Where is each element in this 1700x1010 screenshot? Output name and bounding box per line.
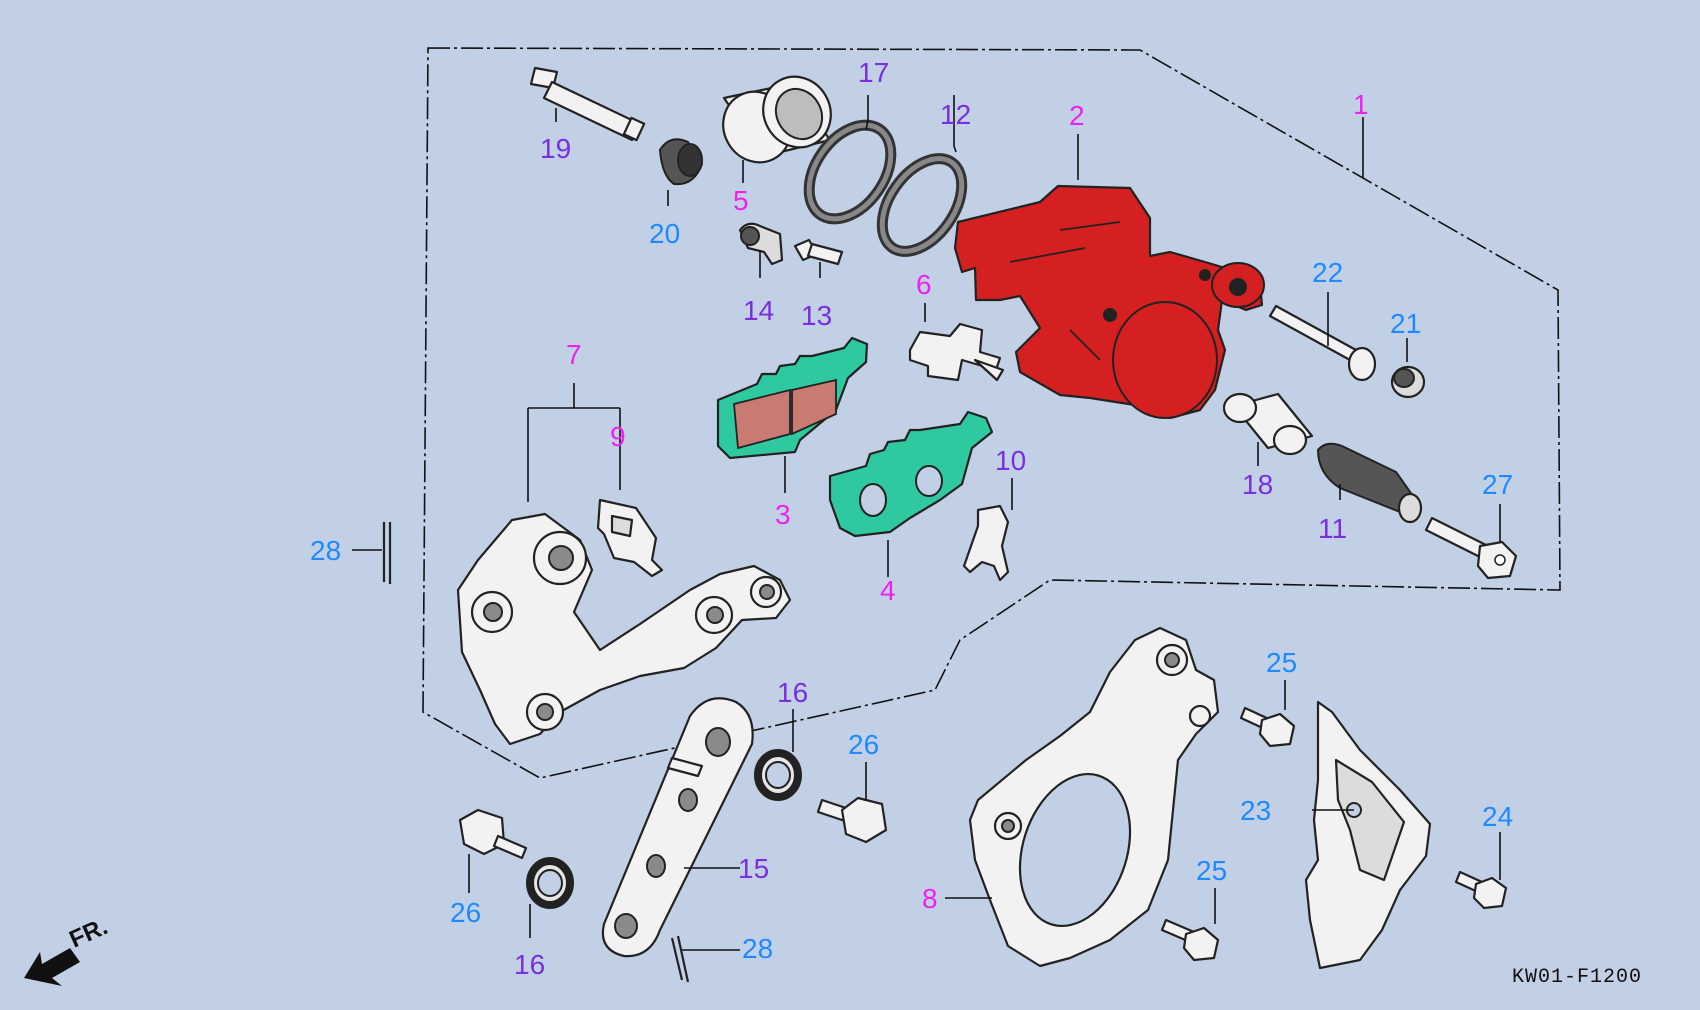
bleeder-cap-part-14 (738, 222, 784, 266)
callout-6: 6 (916, 269, 932, 300)
bolt-part-25-upper (1239, 706, 1296, 748)
callout-3: 3 (775, 499, 791, 530)
callout-10: 10 (995, 445, 1026, 476)
callout-28-lower: 28 (742, 933, 773, 964)
callout-16-lower: 16 (514, 949, 545, 980)
bolt-part-25-lower (1160, 918, 1220, 962)
callout-21: 21 (1390, 308, 1421, 339)
caliper-body-part-2 (953, 184, 1265, 420)
callout-25-lower: 25 (1196, 855, 1227, 886)
callout-20: 20 (649, 218, 680, 249)
brake-pad-part-3 (716, 336, 869, 460)
collar-part-16-lower (526, 857, 574, 909)
bolt-part-27 (1424, 516, 1518, 580)
bleeder-screw-part-13 (793, 238, 844, 266)
callout-24: 24 (1482, 801, 1513, 832)
callout-22: 22 (1312, 257, 1343, 288)
brake-pad-part-4 (828, 410, 994, 538)
callout-14: 14 (743, 295, 774, 326)
callout-28-upper: 28 (310, 535, 341, 566)
bolt-part-26-left (458, 808, 528, 860)
callout-15: 15 (738, 853, 769, 884)
cotter-pin-part-28-upper (382, 522, 392, 584)
pin-bolt-part-19 (529, 66, 646, 142)
dust-seal-part-17 (803, 119, 897, 225)
caliper-bracket-part-7 (456, 512, 792, 746)
callout-2: 2 (1069, 100, 1085, 131)
callout-16-upper: 16 (777, 677, 808, 708)
front-arrow-icon (24, 948, 80, 986)
caliper-guard-part-23 (1304, 700, 1432, 970)
callout-26-right: 26 (848, 729, 879, 760)
leader-lines (352, 95, 1501, 951)
bolt-part-26-right (816, 796, 888, 844)
torque-link-part-15 (601, 697, 754, 958)
callout-8: 8 (922, 883, 938, 914)
pin-cap-part-21 (1390, 365, 1426, 399)
pin-sleeve-part-18 (1222, 392, 1314, 456)
pin-boot-part-11 (1316, 442, 1423, 524)
callout-17: 17 (858, 57, 889, 88)
cotter-pin-part-28-lower (670, 935, 690, 983)
callout-9: 9 (610, 421, 626, 452)
callout-4: 4 (880, 575, 896, 606)
callout-5: 5 (733, 185, 749, 216)
pad-retainer-part-9 (596, 498, 664, 578)
callout-27: 27 (1482, 469, 1513, 500)
callout-18: 18 (1242, 469, 1273, 500)
callout-23: 23 (1240, 795, 1271, 826)
callout-11: 11 (1318, 513, 1347, 544)
callout-25-upper: 25 (1266, 647, 1297, 678)
drawing-code: KW01-F1200 (1512, 966, 1642, 989)
caliper-assembly-boundary (422, 47, 1561, 779)
pad-spring-part-6 (908, 322, 1005, 382)
retainer-clip-part-10 (962, 504, 1010, 582)
pin-bolt-part-22 (1268, 304, 1377, 382)
front-label: FR. (65, 913, 111, 953)
boot-part-20 (658, 138, 704, 186)
callout-12: 12 (940, 99, 971, 130)
callout-26-left: 26 (450, 897, 481, 928)
callout-labels: 1 2 17 12 19 5 20 14 13 6 7 9 3 4 10 22 … (310, 57, 1513, 980)
callout-19: 19 (540, 133, 571, 164)
bracket-plate-part-8 (968, 626, 1220, 968)
callout-7: 7 (566, 339, 582, 370)
front-direction-indicator: FR. (24, 913, 112, 986)
piston-seal-part-12 (876, 153, 968, 257)
callout-13: 13 (801, 300, 832, 331)
bolt-part-24 (1454, 870, 1508, 910)
callout-1: 1 (1353, 89, 1369, 120)
collar-part-16-upper (754, 749, 802, 801)
